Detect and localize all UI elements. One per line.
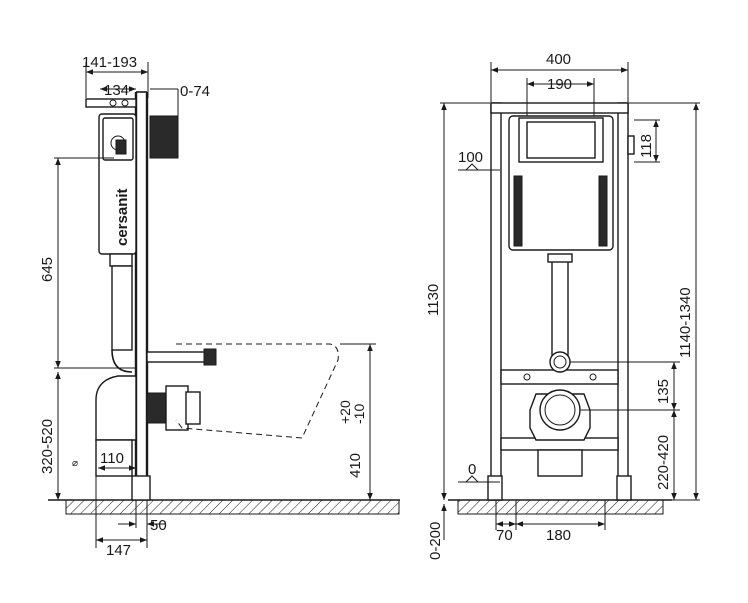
- dim-leg-spacing: 180: [546, 527, 571, 544]
- side-flush-pipe: ⌀: [72, 253, 137, 477]
- dim-button-height: 118: [638, 134, 655, 158]
- brand-label: cersanit: [114, 188, 131, 246]
- front-floor: [448, 499, 672, 515]
- dim-adjust-range: 0-74: [180, 83, 210, 100]
- dim-button-width: 190: [547, 76, 572, 93]
- dim-depth-range: 141-193: [82, 54, 137, 71]
- dim-leg-offset: 70: [496, 527, 513, 544]
- side-connectors: [146, 348, 217, 431]
- side-bowl-outline: [175, 343, 339, 439]
- dim-height-range: 1140-1340: [677, 287, 694, 358]
- side-dim-bowl: 410 +20 -10: [337, 343, 376, 500]
- front-dim-left: 1130 100 0 0-200: [425, 102, 500, 560]
- front-dim-button-height: 118: [634, 119, 660, 163]
- dim-floor-adjust: 0-200: [427, 522, 444, 560]
- dim-drain-spacing: 135: [655, 379, 672, 404]
- side-view: cersanit ⌀ 141-193 134: [39, 54, 400, 559]
- dim-bowl-tol-plus: +20: [337, 400, 353, 424]
- dim-height-total: 1130: [425, 284, 442, 316]
- front-view: 400 190 118 1130 100 0 0-200: [425, 51, 700, 560]
- dim-cistern-height: 645: [39, 257, 56, 282]
- side-cistern: cersanit: [98, 113, 137, 255]
- dim-bracket-height: 320-520: [39, 419, 56, 474]
- dim-width: 400: [546, 51, 571, 68]
- diameter-symbol: ⌀: [72, 458, 78, 469]
- side-floor: [48, 499, 400, 515]
- dim-bottom-offset: 50: [150, 517, 167, 534]
- side-dim-bottom: 50 147: [95, 476, 167, 559]
- front-dim-right: 1140-1340 135 220-420: [570, 102, 700, 501]
- front-pipes: [529, 253, 591, 477]
- dim-bowl-height: 410: [347, 453, 364, 478]
- dim-depth-base: 134: [104, 82, 129, 99]
- dim-pipe-offset: 110: [100, 450, 124, 467]
- dim-level-mark: 100: [458, 149, 483, 166]
- dim-foot-depth: 147: [106, 542, 131, 559]
- side-dim-left: 645 320-520 110: [39, 157, 136, 500]
- dim-bowl-tol-minus: -10: [351, 404, 367, 424]
- dim-drain-range: 220-420: [655, 435, 672, 490]
- side-top-bracket: [85, 98, 179, 159]
- side-dim-top: 141-193 134 0-74: [82, 54, 210, 116]
- front-dim-bottom: 70 180: [495, 500, 606, 544]
- dim-zero-mark: 0: [468, 461, 476, 478]
- front-dim-top: 400 190: [490, 51, 629, 116]
- front-cistern: [508, 115, 635, 251]
